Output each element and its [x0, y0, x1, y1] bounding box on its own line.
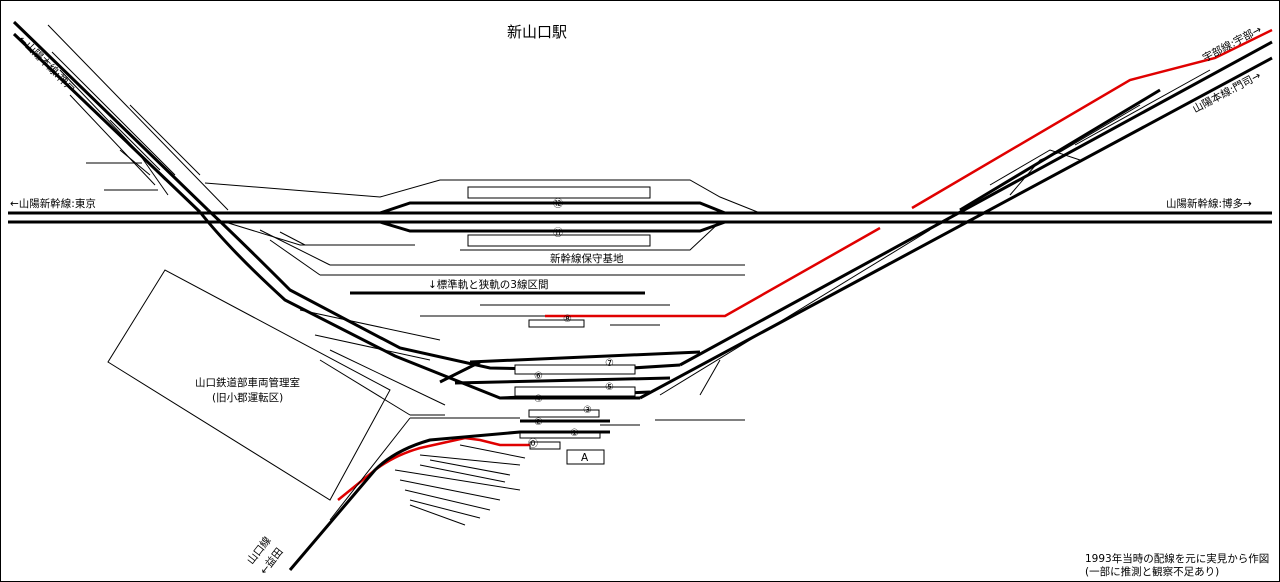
yamaguchi-line	[288, 430, 521, 571]
track-number-labels: ⑫ ⑪ ⑧ ⑦ ⑥ ⑤ ④ ③ ② ① ⓪	[528, 198, 614, 450]
east-sidings	[659, 69, 1211, 396]
sanyo-main-line-curve	[198, 208, 681, 400]
office-building	[107, 269, 391, 501]
label-platform-a: A	[581, 452, 589, 464]
track-2-label: ②	[534, 417, 543, 428]
shinkansen-yard-outline	[204, 179, 761, 251]
station-title: 新山口駅	[507, 23, 567, 41]
track-0-label: ⓪	[528, 438, 538, 450]
label-shinkansen-hakata: 山陽新幹線:博多→	[1166, 197, 1252, 210]
sanyo-main-line-east	[639, 40, 1273, 400]
lower-tracks	[520, 419, 610, 434]
yamaguchi-sidings	[329, 417, 526, 526]
track-8-label: ⑧	[563, 314, 572, 325]
label-ube: 宇部線:宇部→	[1200, 23, 1264, 65]
shinkansen-platform-tracks	[379, 201, 726, 233]
note-line2: (一部に推測と観察不足あり)	[1085, 565, 1219, 578]
label-office-line1: 山口鉄道部車両管理室	[195, 376, 300, 389]
sanyo-main-line-west	[12, 20, 210, 214]
shinkansen-platforms	[467, 186, 651, 247]
note-line1: 1993年当時の配線を元に実見から作図	[1085, 552, 1269, 565]
conventional-platforms	[514, 319, 636, 450]
track-7-label: ⑦	[605, 358, 614, 369]
track-12-label: ⑫	[553, 198, 563, 210]
track-4-label: ④	[534, 394, 543, 405]
maintenance-sidings	[259, 229, 745, 426]
west-sidings	[47, 24, 229, 211]
label-depot: 新幹線保守基地	[550, 252, 624, 265]
track-3-label: ③	[583, 405, 592, 416]
track-11-label: ⑪	[553, 227, 563, 239]
track-1-label: ①	[570, 428, 579, 439]
platform-a-box	[566, 449, 605, 465]
label-sanyo-moji: 山陽本線:門司→	[1190, 69, 1263, 116]
track-6-label: ⑥	[534, 371, 543, 382]
label-office-line2: (旧小郡運転区)	[212, 392, 283, 404]
track-5-label: ⑤	[605, 382, 614, 393]
label-three-rail: ↓標準軌と狭軌の3線区間	[428, 278, 548, 291]
label-shinkansen-tokyo: ←山陽新幹線:東京	[10, 197, 96, 210]
label-sanyo-kobe: ←山陽本線:神戸	[16, 33, 78, 95]
shinkansen-main-line	[8, 211, 1272, 224]
